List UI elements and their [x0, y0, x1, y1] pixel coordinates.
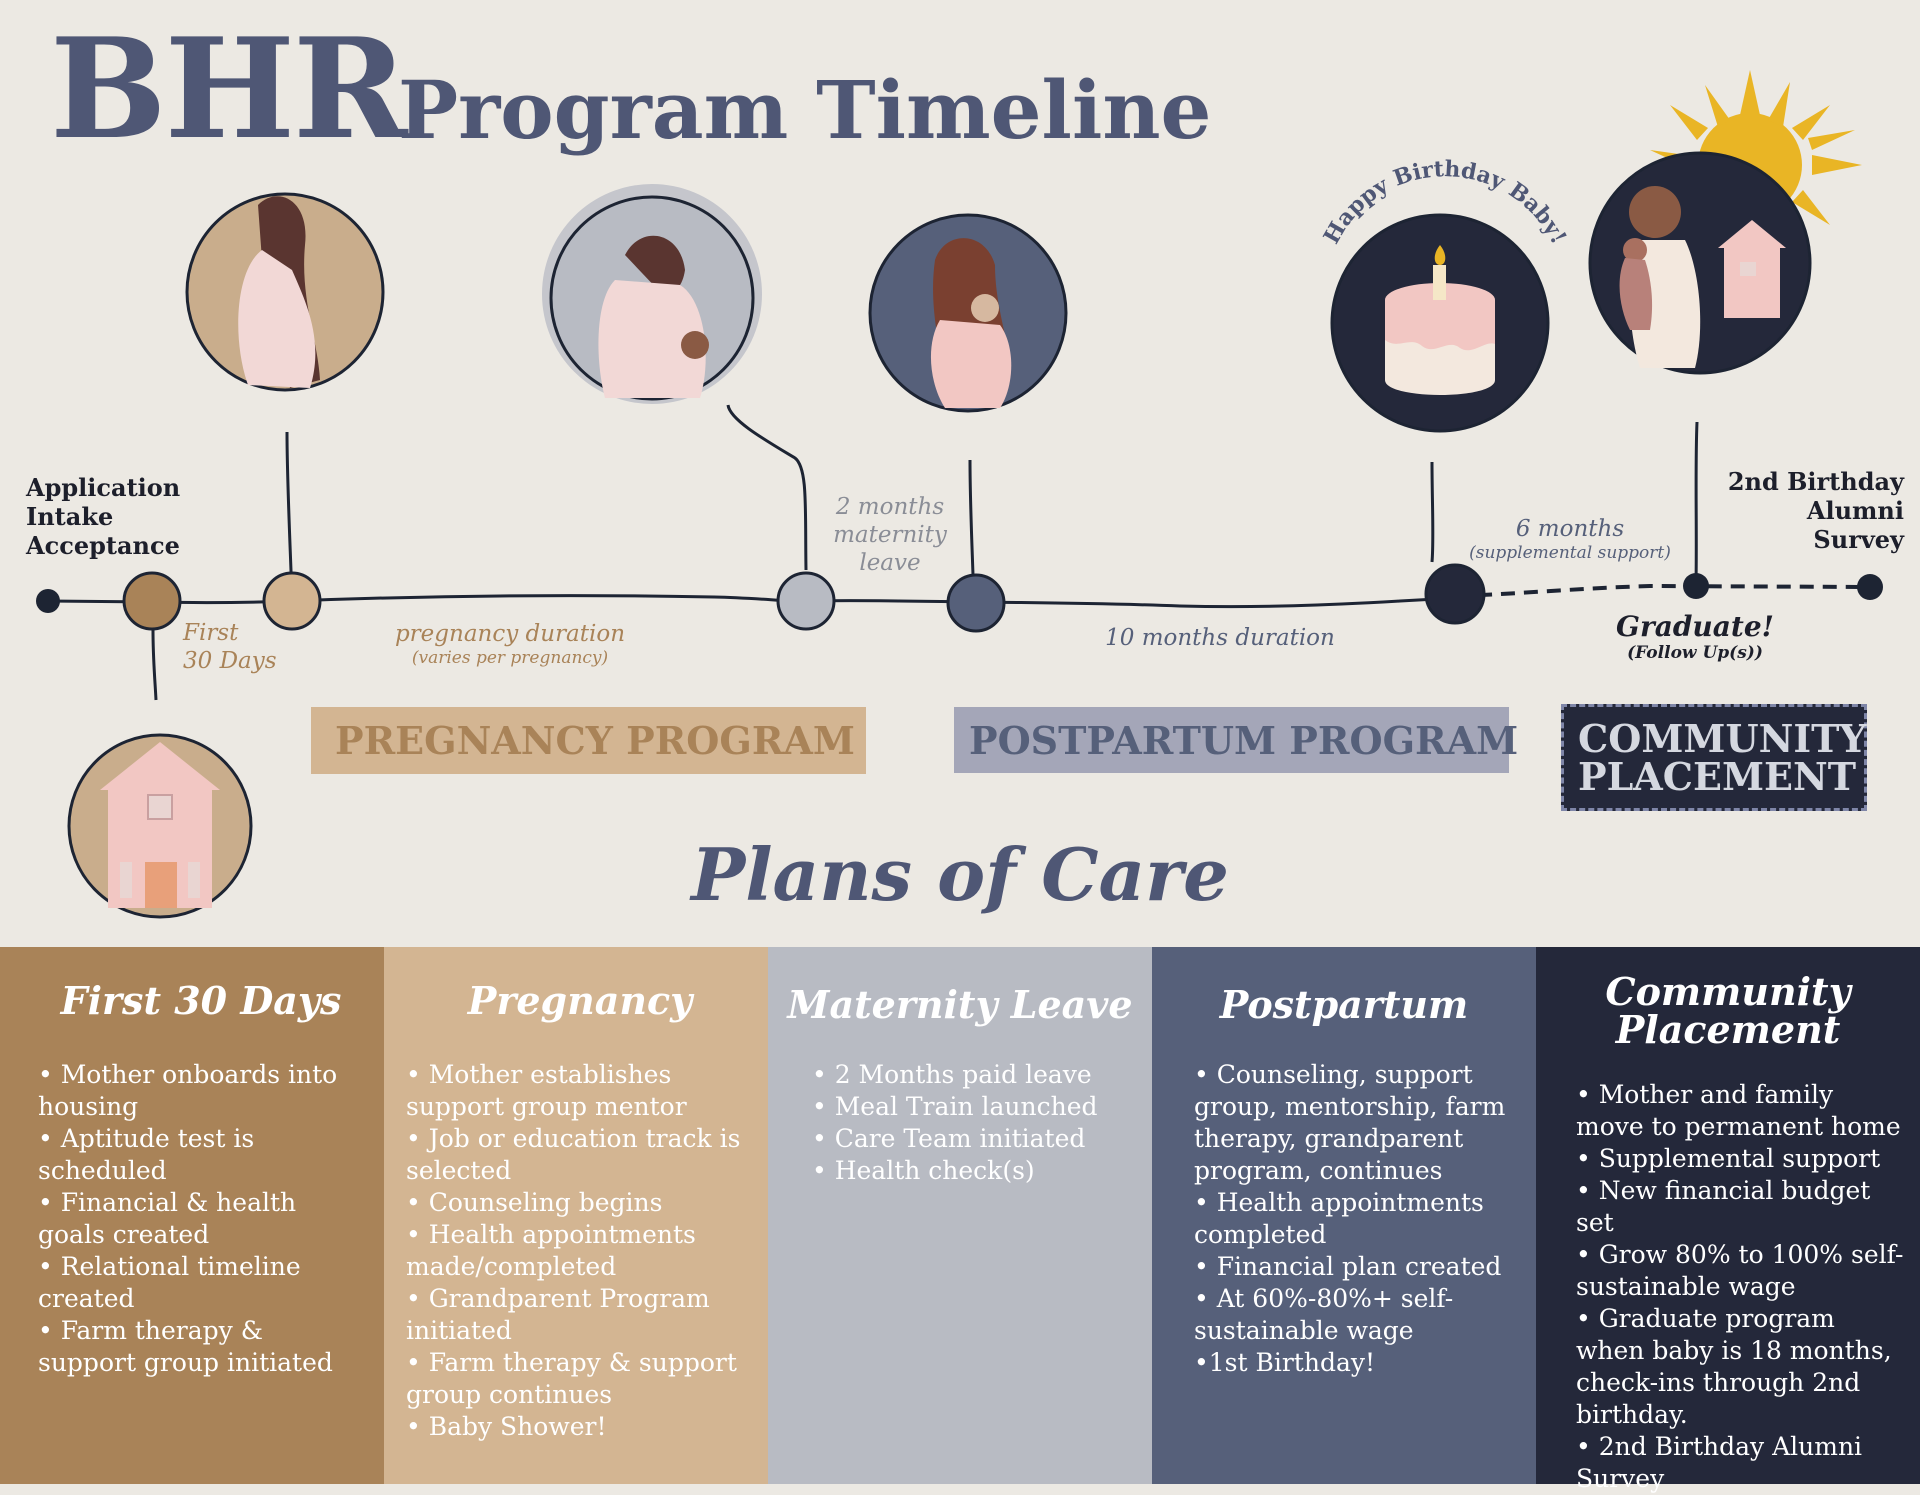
plan-column-title: Community Placement [1605, 969, 1851, 1052]
plan-item: • Mother onboards into housing [38, 1060, 338, 1121]
plan-item: • Mother establishes support group mento… [406, 1060, 687, 1121]
six-months-label: 6 months (supplemental support) [1469, 516, 1671, 563]
plan-item: • Job or education track is selected [406, 1124, 741, 1185]
plans-of-care-title: Plans of Care [691, 832, 1229, 917]
breastfeeding-mother-illustration [542, 184, 762, 404]
title-bhr: BHR [50, 7, 408, 170]
plan-column-title: First 30 Days [60, 978, 342, 1023]
plan-column-title: Maternity Leave [787, 982, 1133, 1027]
timeline-node-pregnancy [262, 571, 322, 631]
plan-item: • Counseling, support group, mentorship,… [1194, 1060, 1506, 1185]
timeline-node-postpartum [946, 573, 1006, 633]
plan-item: • New financial budget set [1576, 1176, 1871, 1237]
timeline-node-maternity [776, 571, 836, 631]
plan-column-title: Pregnancy [467, 978, 693, 1023]
plan-item: • Health check(s) [812, 1156, 1035, 1185]
postpartum-program-band: POSTPARTUM PROGRAM [954, 707, 1518, 773]
timeline-node-start [36, 589, 60, 613]
birthday-cake-illustration [1330, 213, 1550, 433]
maternity-leave-label: 2 months maternity leave [833, 494, 947, 576]
plan-item: • Farm therapy & support group continues [406, 1348, 737, 1409]
plan-column-pregnancy: Pregnancy • Mother establishes support g… [384, 947, 768, 1484]
plan-item: • Financial plan created [1194, 1252, 1502, 1281]
mother-holding-baby-illustration [868, 213, 1068, 413]
plan-item: • Counseling begins [406, 1188, 663, 1217]
application-intake-label: Application Intake Acceptance [26, 473, 181, 560]
pregnancy-duration-label: pregnancy duration (varies per pregnancy… [394, 621, 626, 668]
plan-item: • Care Team initiated [812, 1124, 1086, 1153]
alumni-survey-label: 2nd Birthday Alumni Survey [1727, 467, 1904, 554]
plan-item: • Farm therapy & support group initiated [38, 1316, 333, 1377]
plan-item: • Baby Shower! [406, 1412, 607, 1441]
graduate-label: Graduate! (Follow Up(s)) [1616, 610, 1774, 663]
plan-item: • Health appointments completed [1194, 1188, 1484, 1249]
mother-and-child-home-illustration [1588, 151, 1812, 375]
plan-item: • Meal Train launched [812, 1092, 1098, 1121]
community-placement-band: COMMUNITY PLACEMENT [1561, 704, 1867, 811]
plan-item: • 2 Months paid leave [812, 1060, 1092, 1089]
plan-column-maternity-leave: Maternity Leave • 2 Months paid leave • … [768, 947, 1152, 1484]
plan-column-title: Postpartum [1219, 982, 1469, 1027]
house-illustration [67, 733, 253, 919]
timeline-node-community [1424, 563, 1486, 625]
plan-item: • Mother and family move to permanent ho… [1576, 1080, 1901, 1141]
plan-item: • Relational timeline created [38, 1252, 301, 1313]
plan-item: • 2nd Birthday Alumni Survey [1576, 1432, 1863, 1493]
ten-months-label: 10 months duration [1105, 625, 1335, 651]
plan-item: • Grandparent Program initiated [406, 1284, 710, 1345]
plan-item: • Financial & health goals created [38, 1188, 297, 1249]
plan-item: •1st Birthday! [1194, 1348, 1376, 1377]
title-program-timeline: Program Timeline [398, 63, 1212, 157]
plan-column-community-placement: Community Placement • Mother and family … [1536, 947, 1920, 1493]
timeline-node-graduate [1683, 573, 1709, 599]
plan-column-first-30-days: First 30 Days • Mother onboards into hou… [0, 947, 384, 1484]
plan-item: • Grow 80% to 100% self-sustainable wage [1576, 1240, 1904, 1301]
first-30-days-label: First 30 Days [183, 620, 277, 674]
plan-item: • At 60%-80%+ self-sustainable wage [1194, 1284, 1454, 1345]
plan-item: • Health appointments made/completed [406, 1220, 696, 1281]
plan-column-postpartum: Postpartum • Counseling, support group, … [1152, 947, 1536, 1484]
pregnancy-program-band: PREGNANCY PROGRAM [311, 707, 866, 774]
timeline-node-first30 [122, 571, 182, 631]
plan-item: • Supplemental support [1576, 1144, 1881, 1173]
timeline-node-end [1857, 574, 1883, 600]
plan-item: • Graduate program when baby is 18 month… [1576, 1304, 1892, 1429]
pregnant-mother-illustration [185, 192, 385, 392]
plan-item: • Aptitude test is scheduled [38, 1124, 255, 1185]
timeline-diagram: Happy Birthday Baby! [36, 70, 1883, 919]
